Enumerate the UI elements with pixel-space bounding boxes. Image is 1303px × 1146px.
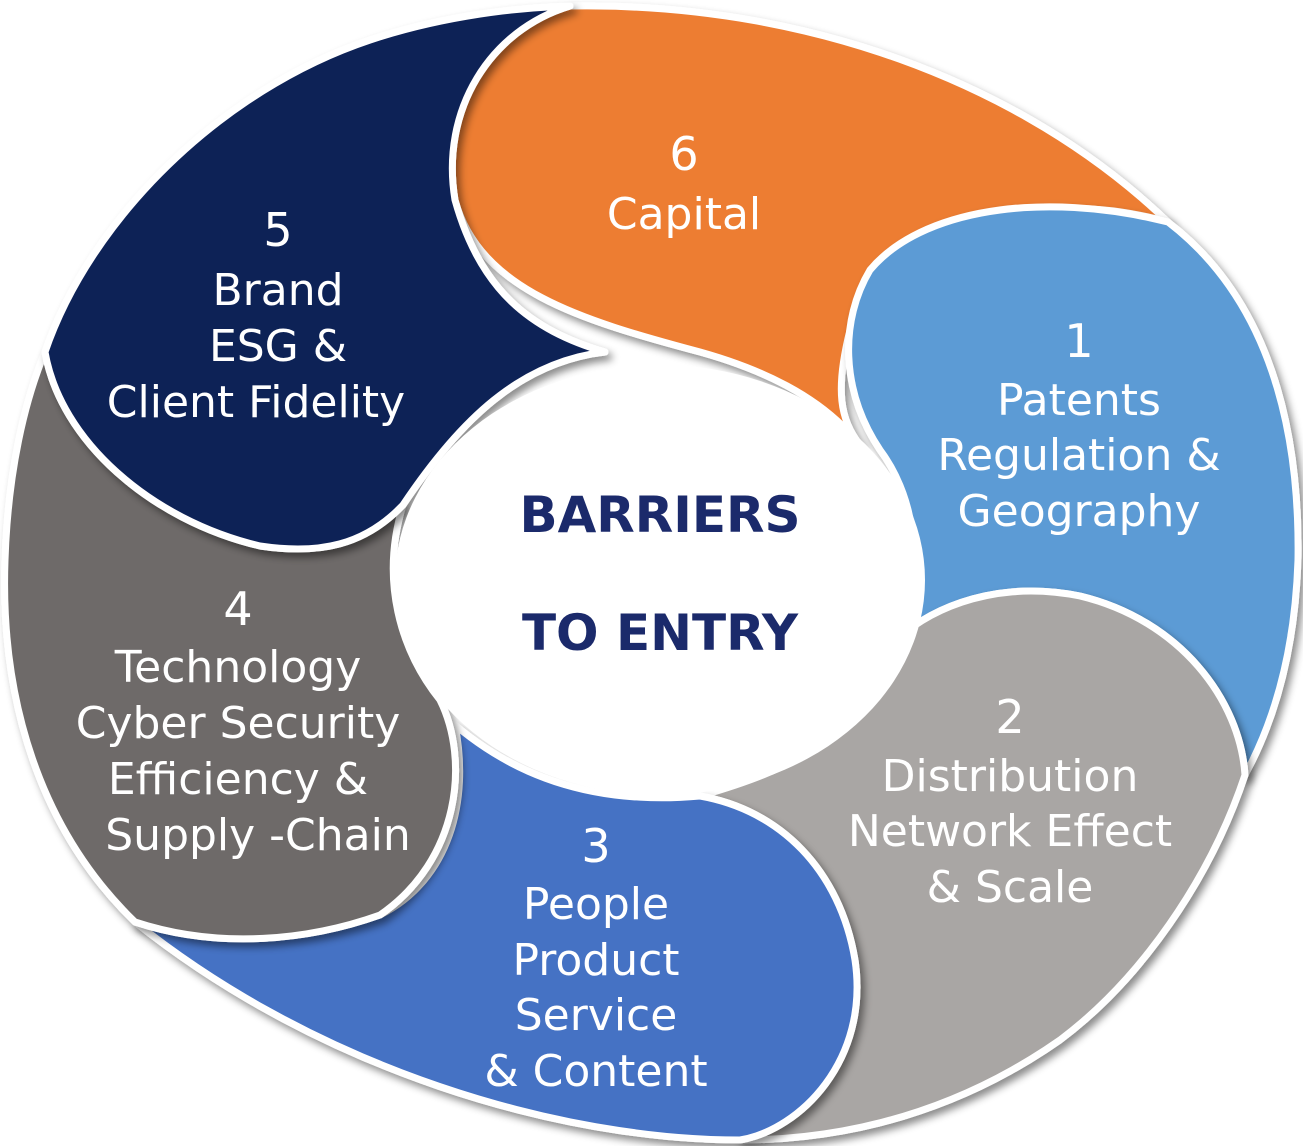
segment-4-label-line-2: Cyber Security: [76, 698, 401, 749]
segment-4-label-line-3: Efficiency &: [108, 754, 368, 805]
segment-3-shape: [131, 721, 861, 1144]
segment-4-number: 4: [223, 582, 252, 636]
segment-2-label-line-3: & Scale: [927, 862, 1094, 913]
center-title-line-1: BARRIERS: [519, 486, 800, 544]
segment-3-label-line-1: People: [523, 879, 669, 930]
segment-5-label-line-3: Client Fidelity: [107, 377, 405, 428]
segment-1-number: 1: [1064, 314, 1093, 368]
segment-3-number: 3: [581, 819, 610, 873]
segment-1-label-line-2: Regulation &: [937, 430, 1220, 481]
segment-3-label-line-3: Service: [515, 990, 678, 1041]
segment-4-label-line-1: Technology: [114, 642, 361, 693]
segment-2-number: 2: [995, 690, 1024, 744]
segment-6-number: 6: [669, 127, 698, 181]
center-circle: [395, 365, 925, 795]
segment-5-label-line-2: ESG &: [209, 321, 347, 372]
segment-2-label-line-1: Distribution: [882, 751, 1139, 802]
segment-4-label-line-4: Supply -Chain: [105, 810, 411, 861]
segment-3-label-line-4: & Content: [484, 1046, 707, 1097]
segment-5-number: 5: [263, 203, 292, 257]
segment-2-label-line-2: Network Effect: [848, 806, 1172, 857]
segment-5-label-line-1: Brand: [212, 265, 343, 316]
segment-5-shape: [41, 2, 609, 553]
segment-3-label-line-2: Product: [512, 935, 679, 986]
segment-1-label-line-3: Geography: [958, 486, 1201, 537]
center-title-line-2: TO ENTRY: [522, 604, 799, 662]
segment-1-label-line-1: Patents: [997, 375, 1161, 426]
segment-6-label-line-1: Capital: [607, 189, 761, 240]
